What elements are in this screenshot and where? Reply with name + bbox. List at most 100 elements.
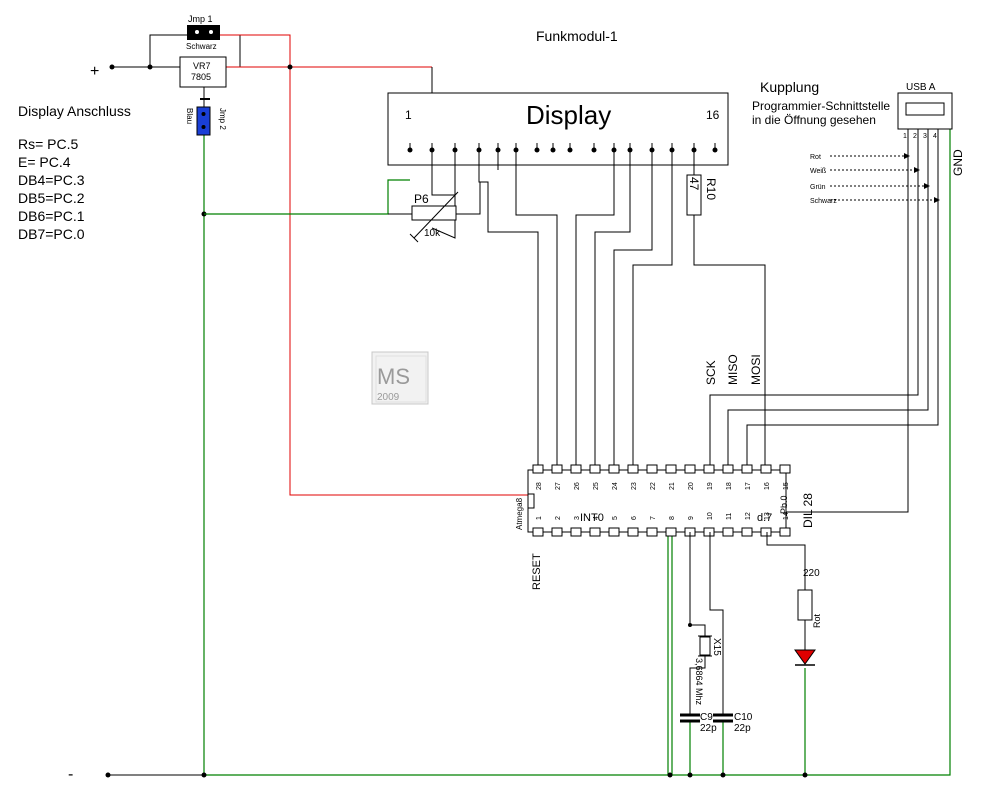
chip-pin xyxy=(589,527,601,537)
isp-labels: SCK MISO MOSI xyxy=(704,354,763,385)
usb-wire-color: Grün xyxy=(810,184,826,191)
chip-pin-number: 19 xyxy=(707,482,714,490)
chip-pin-number: 25 xyxy=(593,482,600,490)
reset-label: RESET xyxy=(531,553,543,590)
chip-name: Atmega8 xyxy=(515,497,524,530)
chip-pin-number: 24 xyxy=(612,482,619,490)
logo-initials: MS xyxy=(377,364,410,389)
display-pin xyxy=(591,147,597,153)
chip-pin xyxy=(570,464,582,474)
chip-pin xyxy=(627,527,639,537)
gnd-label: GND xyxy=(951,149,965,176)
chip-pin xyxy=(760,464,772,474)
chip-pin-number: 20 xyxy=(688,482,695,490)
chip-pin-number: 10 xyxy=(707,512,714,520)
display-pin-assignment: Display Anschluss Rs= PC.5 E= PC.4 DB4=P… xyxy=(18,103,131,242)
c9-value: 22p xyxy=(700,723,717,734)
chip-pin-number: 23 xyxy=(631,482,638,490)
logo-year: 2009 xyxy=(377,392,400,403)
display-pin xyxy=(534,147,540,153)
jumper-1: Jmp 1 Schwarz xyxy=(186,14,220,51)
chip-pin-number: 6 xyxy=(631,516,638,520)
display-signal-wires xyxy=(431,150,766,470)
chip-pin xyxy=(703,527,715,537)
chip-pin-number: 11 xyxy=(726,513,733,520)
usb-pin: 4 xyxy=(933,133,937,140)
pin-assignment-line: Rs= PC.5 xyxy=(18,136,79,152)
chip-pin-number: 22 xyxy=(650,482,657,490)
chip-pin-number: 26 xyxy=(574,482,581,490)
chip-pin-number: 2 xyxy=(555,516,562,520)
chip-pin xyxy=(703,464,715,474)
chip-pin xyxy=(646,527,658,537)
display-pin-last: 16 xyxy=(706,108,720,122)
mosi-label: MOSI xyxy=(749,354,763,385)
display-pin xyxy=(567,147,573,153)
chip-pin xyxy=(684,464,696,474)
minus-label: - xyxy=(68,766,73,783)
diagram-title: Funkmodul-1 xyxy=(536,28,618,44)
display-pin xyxy=(712,147,718,153)
chip-pin-number: 5 xyxy=(612,516,619,520)
usb-wire-color: Weiß xyxy=(810,168,826,175)
usb-pin: 2 xyxy=(913,133,917,140)
chip-pin xyxy=(779,464,791,474)
pin-assignment-line: E= PC.4 xyxy=(18,154,71,170)
voltage-regulator: VR7 7805 xyxy=(179,56,227,100)
led-color: Rot xyxy=(812,613,822,628)
c10-value: 22p xyxy=(734,723,751,734)
kupplung-line-2: in die Öffnung gesehen xyxy=(752,113,876,127)
chip-pin-number: 1 xyxy=(536,516,543,520)
chip-pin-number: 13 xyxy=(764,512,771,520)
chip-pin xyxy=(722,464,734,474)
chip-pin-number: 17 xyxy=(745,482,752,490)
chip-pin xyxy=(608,527,620,537)
regulator-name: VR7 xyxy=(193,61,211,71)
crystal-value: 3,6864 Mhz xyxy=(694,658,704,706)
pin-assignment-line: DB5=PC.2 xyxy=(18,190,85,206)
pin-assignment-line: DB6=PC.1 xyxy=(18,208,85,224)
jumper-2-color: Blau xyxy=(185,108,194,124)
display-anschluss-heading: Display Anschluss xyxy=(18,103,131,119)
kupplung-line-1: Programmier-Schnittstelle xyxy=(752,99,890,113)
regulator-type: 7805 xyxy=(191,72,211,82)
chip-pin xyxy=(760,527,772,537)
crystal-name: X15 xyxy=(711,638,722,656)
pb0-label: Pb.0 xyxy=(779,495,789,514)
display-pin xyxy=(407,147,413,153)
plus-label: + xyxy=(90,63,99,80)
pin-assignment-line: DB4=PC.3 xyxy=(18,172,85,188)
pin-assignment-line: DB7=PC.0 xyxy=(18,226,85,242)
int0-label: INT0 xyxy=(580,512,604,524)
c10-name: C10 xyxy=(734,712,753,723)
led-resistor-value: 220 xyxy=(803,568,820,579)
chip-pin-number: 15 xyxy=(783,482,790,490)
lcd-display: Display 1 16 xyxy=(387,92,729,166)
usb-connector: Kupplung Programmier-Schnittstelle in di… xyxy=(709,79,965,513)
chip-pin xyxy=(551,464,563,474)
chip-pin xyxy=(608,464,620,474)
usb-label: USB A xyxy=(906,82,936,93)
sck-label: SCK xyxy=(704,360,718,385)
miso-label: MISO xyxy=(726,354,740,385)
chip-pin-number: 28 xyxy=(536,482,543,490)
jumper-2-name: Jmp 2 xyxy=(218,108,227,130)
chip-pin xyxy=(779,527,791,537)
usb-pin: 3 xyxy=(923,133,927,140)
chip-pin-number: 18 xyxy=(726,482,733,490)
chip-pin-number: 21 xyxy=(669,482,676,490)
chip-pin-number: 14 xyxy=(783,512,790,520)
r10-name: R10 xyxy=(704,178,718,200)
led-circuit: 220 Rot xyxy=(766,532,822,666)
chip-pin xyxy=(532,527,544,537)
chip-pin-number: 16 xyxy=(764,482,771,490)
usb-wire-color: Schwarz xyxy=(810,198,837,205)
pot-name: P6 xyxy=(414,192,429,206)
resistor-r10: R10 47 xyxy=(686,174,718,216)
chip-pin xyxy=(741,464,753,474)
r10-value: 47 xyxy=(687,177,701,191)
chip-pin xyxy=(570,527,582,537)
